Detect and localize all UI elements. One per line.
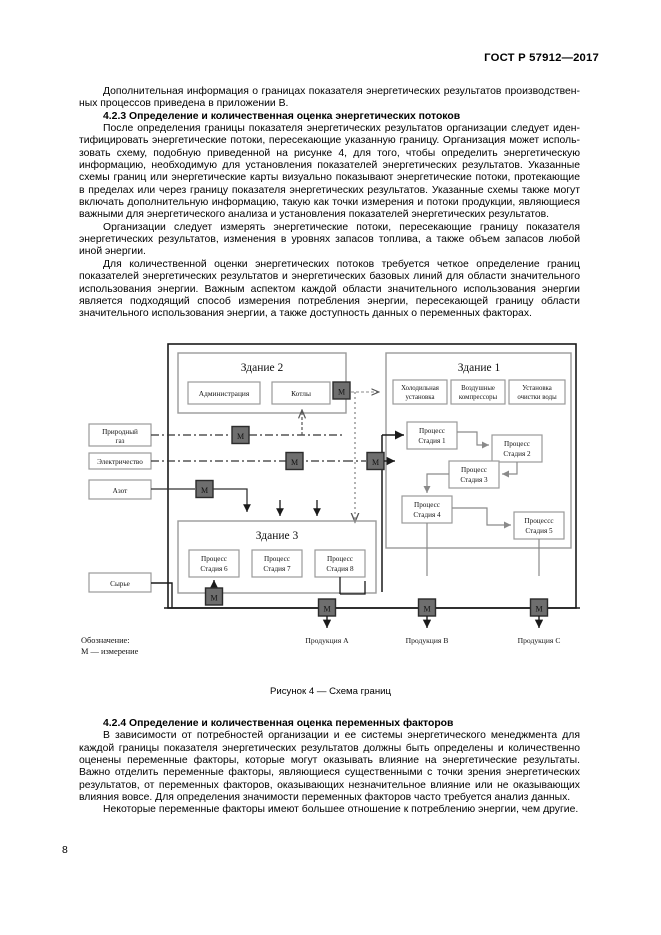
admin-box <box>187 381 261 405</box>
page-header: ГОСТ Р 57912—2017 <box>0 52 661 64</box>
process-stage-2-label-2: Стадия 2 <box>503 450 531 458</box>
measure-point-product-c: M <box>529 598 549 617</box>
process-stage-6-label-1: Процесс <box>201 555 227 563</box>
legend-title: Обозначение: <box>81 636 130 645</box>
process-stage-3-label-2: Стадия 3 <box>460 476 488 484</box>
admin-label: Администрация <box>199 389 250 398</box>
compressors-box <box>450 379 506 405</box>
figure-caption: Рисунок 4 — Схема границ <box>0 686 661 697</box>
svg-text:M: M <box>535 605 542 614</box>
process-stage-8-box <box>314 549 366 578</box>
building-3-title: Здание 3 <box>256 530 299 542</box>
process-stage-1-box <box>406 421 458 450</box>
paragraph-1: Дополнительная информация о границах пок… <box>79 86 580 110</box>
boilers-label: Котлы <box>291 389 311 398</box>
process-stage-5-box <box>513 511 565 540</box>
building-3-frame <box>177 520 377 594</box>
process-stage-1-label-1: Процесс <box>419 427 445 435</box>
stage-8-to-bus <box>340 581 366 595</box>
process-stage-6-box <box>188 549 240 578</box>
measure-point-stage6: M <box>204 587 224 606</box>
figure-caption-text: Рисунок 4 — Схема границ <box>270 686 391 697</box>
nitrogen-label: Азот <box>113 487 128 495</box>
heading-4-2-4: 4.2.4 Определение и количественная оценк… <box>103 718 454 729</box>
flow-1-to-2 <box>457 431 489 449</box>
measure-point-product-a: M <box>317 598 337 617</box>
process-stage-4-label-1: Процесс <box>414 501 440 509</box>
building-1-title: Здание 1 <box>458 362 501 374</box>
product-b-label: Продукция B <box>406 636 449 645</box>
svg-text:M: M <box>237 432 244 441</box>
process-stage-4-label-2: Стадия 4 <box>413 511 441 519</box>
product-a-label: Продукция A <box>305 636 349 645</box>
electricity-label: Электричество <box>97 458 143 466</box>
compressors-label-2: компрессоры <box>459 394 498 401</box>
process-stage-7-label-1: Процесс <box>264 555 290 563</box>
process-stage-1-label-2: Стадия 1 <box>418 437 446 445</box>
process-stage-2-label-1: Процесс <box>504 440 530 448</box>
measure-point-electricity: M <box>285 451 304 471</box>
building-1-frame <box>385 352 572 549</box>
svg-text:M: M <box>338 388 345 397</box>
legend-item: M — измерение <box>81 647 139 656</box>
measure-point-product-b: M <box>417 598 437 617</box>
process-stage-8-label-2: Стадия 8 <box>326 565 354 573</box>
flow-4-to-5 <box>452 507 511 529</box>
water-label-1: Установка <box>522 385 552 392</box>
process-stage-2-box <box>491 434 543 463</box>
water-treatment-box <box>508 379 566 405</box>
measure-point-electricity-boundary: M <box>366 451 385 471</box>
product-c-label: Продукция C <box>518 636 561 645</box>
svg-text:M: M <box>423 605 430 614</box>
compressors-label-1: Воздушные <box>461 385 495 392</box>
chiller-box <box>392 379 448 405</box>
svg-text:M: M <box>201 486 208 495</box>
process-stage-5-label-2: Стадия 5 <box>525 527 553 535</box>
natural-gas-label-1: Природный <box>102 428 138 436</box>
process-stage-7-box <box>251 549 303 578</box>
main-text-lower: 4.2.4 Определение и количественная оценк… <box>79 718 580 817</box>
flow-3-to-4 <box>423 473 449 493</box>
paragraph-5: В зависимости от потребностей организаци… <box>79 730 580 804</box>
flow-2-to-3 <box>502 462 518 478</box>
paragraph-3: Организации следует измерять энергетичес… <box>79 221 580 258</box>
process-stage-7-label-2: Стадия 7 <box>263 565 291 573</box>
page-number: 8 <box>62 845 68 856</box>
raw-material-label: Сырье <box>110 580 130 588</box>
svg-text:M: M <box>323 605 330 614</box>
nitrogen-line-2 <box>213 488 251 512</box>
chiller-label-1: Холодильная <box>401 385 439 392</box>
process-stage-3-label-1: Процесс <box>461 466 487 474</box>
measure-point-gas: M <box>231 425 250 445</box>
figure-boundary-diagram: Здание 2 Администрация Котлы M Здание 1 … <box>79 340 580 680</box>
paragraph-4: Для количественной оценки энергетических… <box>79 258 580 320</box>
paragraph-2: После определения границы показателя эне… <box>79 123 580 221</box>
measure-point-nitrogen: M <box>195 479 214 499</box>
chiller-label-2: установка <box>406 394 435 401</box>
svg-text:M: M <box>210 594 217 603</box>
svg-text:M: M <box>372 458 379 467</box>
process-stage-6-label-2: Стадия 6 <box>200 565 228 573</box>
main-text-upper: Дополнительная информация о границах пок… <box>79 86 580 321</box>
raw-material-bus <box>151 582 173 608</box>
building-2-title: Здание 2 <box>241 362 284 374</box>
heading-4-2-3: 4.2.3 Определение и количественная оценк… <box>103 110 461 122</box>
process-stage-8-label-1: Процесс <box>327 555 353 563</box>
measure-point-boilers: M <box>332 381 351 400</box>
standard-number: ГОСТ Р 57912—2017 <box>484 52 599 64</box>
process-stage-4-box <box>401 495 453 524</box>
natural-gas-label-2: газ <box>116 437 125 445</box>
process-stage-5-label-1: Процессс <box>524 517 553 525</box>
boilers-box <box>271 381 331 405</box>
paragraph-6: Некоторые переменные факторы имеют больш… <box>103 804 579 816</box>
water-label-2: очистки воды <box>517 394 557 401</box>
svg-text:M: M <box>291 458 298 467</box>
